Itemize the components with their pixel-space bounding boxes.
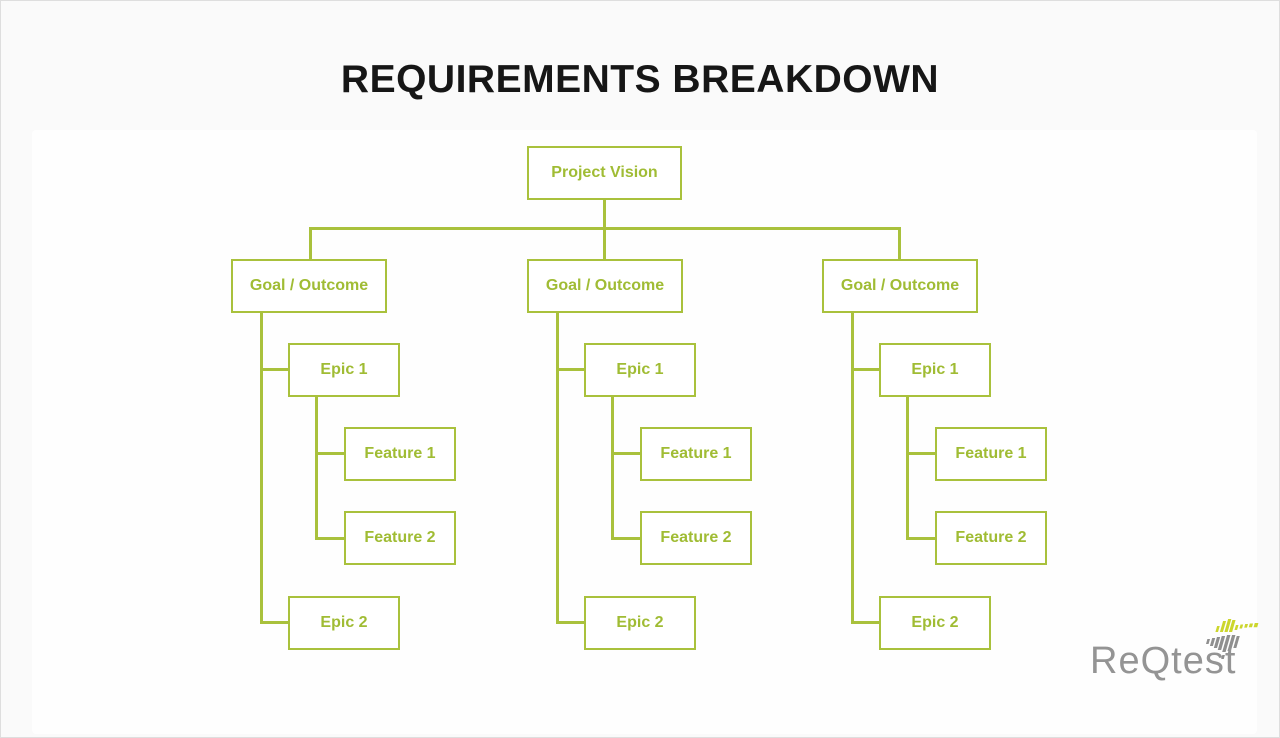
connector-line [851,368,881,371]
node-feature-1: Feature 1 [640,427,752,481]
node-epic-2: Epic 2 [288,596,400,650]
page-title: REQUIREMENTS BREAKDOWN [340,58,940,101]
goal-column-1: Goal / Outcome Epic 1 Feature 1 Feature … [231,259,471,659]
connector-line [906,537,937,540]
node-feature-2: Feature 2 [935,511,1047,565]
connector-line [309,229,312,260]
connector-line [260,313,263,624]
connector-line [611,537,642,540]
node-feature-1: Feature 1 [935,427,1047,481]
node-goal-outcome: Goal / Outcome [231,259,387,313]
node-feature-1: Feature 1 [344,427,456,481]
connector-line [315,452,346,455]
node-goal-outcome: Goal / Outcome [822,259,978,313]
connector-line [906,397,909,540]
connector-line [260,621,290,624]
goal-column-2: Goal / Outcome Epic 1 Feature 1 Feature … [527,259,767,659]
connector-line [898,229,901,260]
node-goal-outcome: Goal / Outcome [527,259,683,313]
reqtest-logo-text: ReQtest [1090,640,1237,682]
connector-line [851,621,881,624]
connector-line [556,313,559,624]
connector-line [315,397,318,540]
connector-line [906,452,937,455]
node-feature-2: Feature 2 [344,511,456,565]
connector-line [556,368,586,371]
node-epic-2: Epic 2 [584,596,696,650]
reqtest-bars-icon [1205,619,1259,659]
node-feature-2: Feature 2 [640,511,752,565]
goal-column-3: Goal / Outcome Epic 1 Feature 1 Feature … [822,259,1062,659]
connector-line [611,397,614,540]
node-epic-2: Epic 2 [879,596,991,650]
node-project-vision: Project Vision [527,146,682,200]
connector-line [260,368,290,371]
connector-line [315,537,346,540]
connector-line [603,200,606,228]
connector-line [556,621,586,624]
connector-line [603,229,606,260]
connector-line [611,452,642,455]
node-epic-1: Epic 1 [584,343,696,397]
reqtest-logo: ReQtest [1088,616,1268,696]
node-epic-1: Epic 1 [879,343,991,397]
connector-line [309,227,901,230]
connector-line [851,313,854,624]
node-epic-1: Epic 1 [288,343,400,397]
